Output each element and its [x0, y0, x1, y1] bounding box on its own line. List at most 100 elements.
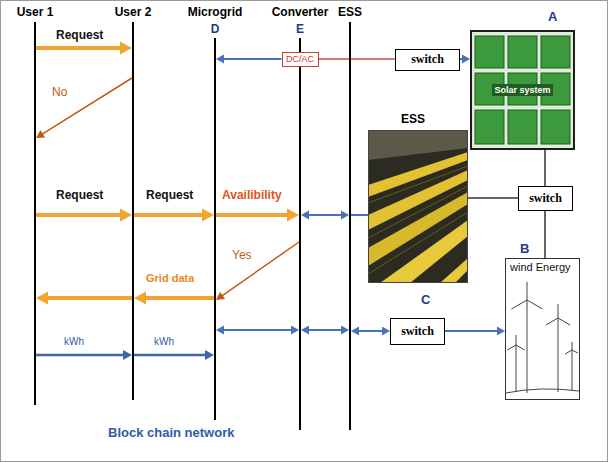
arrowhead: [216, 55, 224, 64]
arrowhead: [36, 130, 45, 138]
rack-shadow: [368, 166, 468, 274]
connector: [319, 59, 396, 60]
message-label: kWh: [64, 336, 84, 348]
connector-line: [36, 213, 122, 217]
arrowhead: [134, 291, 146, 304]
connector-line: [222, 58, 281, 60]
arrowhead: [497, 327, 505, 336]
arrowhead: [341, 326, 349, 335]
arrowhead: [120, 208, 132, 221]
callout-letter: B: [520, 242, 529, 257]
connector-line: [222, 329, 292, 331]
ess-photo: [368, 130, 468, 283]
connector-line: [544, 150, 546, 186]
connector-line: [445, 330, 499, 332]
battery-rack: [368, 192, 468, 266]
solar-ground: [470, 30, 575, 150]
arrowhead: [351, 327, 359, 336]
arrowhead: [382, 327, 390, 336]
arrowhead: [120, 41, 132, 54]
solar-cell: [541, 36, 570, 68]
turbine: [565, 342, 578, 390]
solar-cells: [470, 30, 575, 150]
arrowhead: [216, 292, 225, 300]
battery-rack: [440, 258, 468, 283]
converter-box: DC/AC: [282, 52, 319, 67]
arrowhead: [341, 211, 349, 220]
switch-box: switch: [518, 186, 573, 211]
connector: [216, 242, 299, 300]
connector: [545, 150, 546, 186]
connector: [545, 211, 546, 258]
message-label: kWh: [154, 336, 174, 348]
connector: [36, 78, 132, 138]
arrowhead: [205, 350, 214, 360]
connector: [134, 291, 214, 304]
message-label: Availibility: [222, 189, 282, 203]
connector: [301, 326, 349, 335]
lifeline-header: Microgrid: [188, 6, 243, 20]
callout-letter: D: [211, 23, 220, 37]
message-label: Request: [146, 189, 193, 203]
photo-heading: ESS: [401, 113, 425, 127]
wind-ground: [505, 258, 580, 400]
lifeline: ESS: [349, 22, 351, 430]
photo-ground: [368, 130, 468, 283]
solar-cell: [508, 110, 537, 144]
switch-box: switch: [395, 49, 460, 71]
callout-letter: C: [421, 293, 430, 308]
wind-energy-box: Bwind Energy: [505, 258, 580, 400]
solar-cell: [508, 36, 537, 68]
lifeline-header: User 2: [115, 6, 152, 20]
arrowhead: [287, 208, 299, 221]
lifeline: User 1: [34, 22, 36, 405]
panel-label: wind Energy: [510, 261, 571, 274]
connector: [36, 291, 132, 304]
connector-line: [46, 296, 132, 300]
message-label: Request: [56, 189, 103, 203]
lifeline-header: User 1: [17, 6, 54, 20]
connector: [301, 211, 349, 220]
connector: [351, 215, 368, 216]
ground-line: [506, 389, 579, 393]
turbine: [507, 335, 524, 392]
lifeline: ConverterE: [299, 38, 301, 430]
connector-line: [307, 214, 342, 216]
battery-rack: [380, 220, 468, 283]
connector: [445, 327, 505, 336]
switch-label: switch: [529, 192, 562, 206]
connector: [351, 327, 390, 336]
callout-letter: E: [296, 23, 304, 37]
connector: [460, 55, 470, 64]
connector: [216, 55, 282, 64]
switch-label: switch: [401, 325, 434, 339]
panel-label: Solar system: [492, 84, 552, 96]
message-label: No: [52, 86, 67, 100]
connector: [36, 350, 132, 360]
connector-line: [216, 213, 289, 217]
message-label: Yes: [232, 249, 252, 263]
message-label: Request: [56, 29, 103, 43]
switch-label: switch: [411, 53, 444, 67]
arrowhead: [202, 208, 214, 221]
connector-line: [134, 213, 204, 217]
connector: [36, 208, 132, 221]
connector-line: [544, 211, 546, 258]
solar-cell: [475, 110, 504, 144]
lifeline: User 2: [132, 22, 134, 400]
arrowhead: [462, 55, 470, 64]
connector: [468, 198, 518, 199]
converter-label: DC/AC: [286, 54, 314, 64]
lifeline-header: Converter: [272, 6, 329, 20]
connector-line: [319, 58, 396, 60]
solar-cell: [475, 36, 504, 68]
connector-line: [41, 78, 132, 135]
wind-turbines: [505, 258, 580, 400]
lifeline: MicrogridD: [214, 38, 216, 420]
photo-ceiling: [368, 130, 468, 160]
solar-panel: ASolar system: [470, 30, 575, 150]
connector-line: [468, 197, 518, 199]
arrowhead: [36, 291, 48, 304]
